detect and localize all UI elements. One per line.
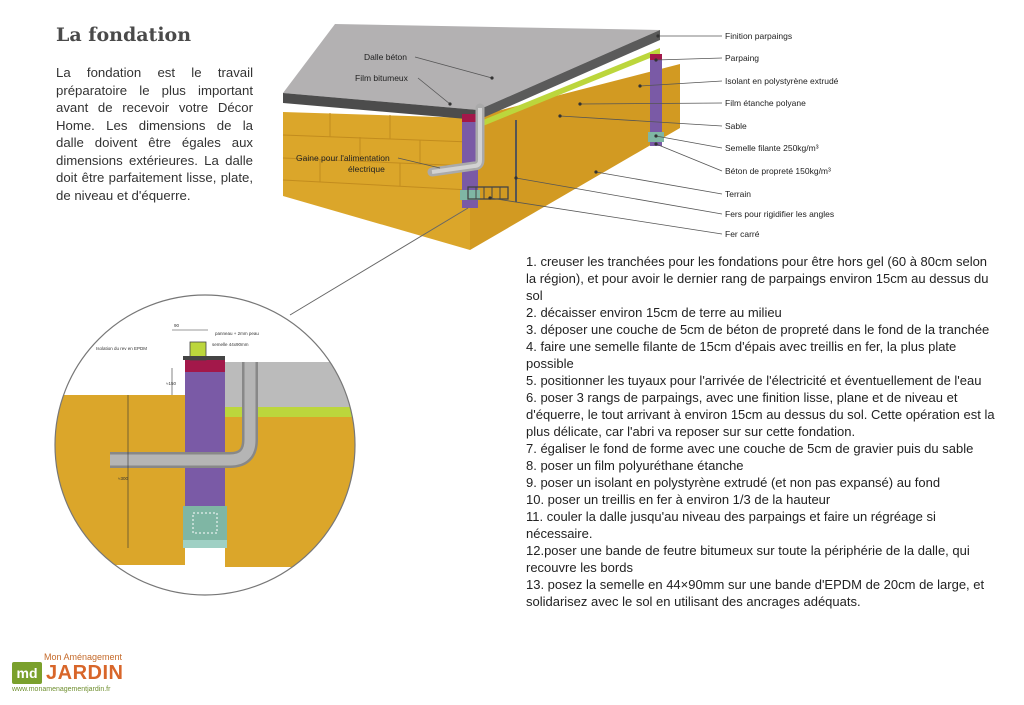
- insulation-layer: [478, 48, 660, 128]
- detail-label-panneau: panneau + 2mm peau: [215, 331, 259, 336]
- logo-badge-icon: md: [12, 662, 42, 684]
- detail-block: [185, 372, 225, 508]
- detail-label-300: ≈300: [118, 476, 128, 481]
- block-joints: [282, 113, 471, 191]
- step-item: 9. poser un isolant en polystyrène extru…: [526, 475, 941, 490]
- step-item: 6. poser 3 rangs de parpaings, avec une …: [526, 390, 995, 439]
- label-isolant: Isolant en polystyrène extrudé: [725, 76, 839, 86]
- detail-connector: [289, 207, 469, 316]
- foundation-3d: [282, 24, 680, 250]
- block-right: [650, 58, 662, 146]
- slab-top: [283, 24, 660, 110]
- footing-left: [460, 190, 480, 200]
- label-beton-proprete: Béton de propreté 150kg/m³: [725, 166, 831, 176]
- step-item: 5. positionner les tuyaux pour l'arrivée…: [526, 373, 982, 388]
- label-gaine-2: électrique: [348, 164, 385, 174]
- label-fers-angles: Fers pour rigidifier les angles: [725, 209, 834, 219]
- soil-front-face: [283, 112, 470, 250]
- finish-left: [462, 114, 478, 122]
- label-semelle: Semelle filante 250kg/m³: [725, 143, 819, 153]
- step-item: 4. faire une semelle filante de 15cm d'é…: [526, 339, 957, 371]
- step-item: 7. égaliser le fond de forme avec une co…: [526, 441, 974, 456]
- detail-label-150: ≈150: [166, 381, 176, 386]
- detail-label-epdm: Isolation du rev en EPDM: [96, 346, 147, 351]
- detail-footing: [183, 506, 227, 540]
- label-film-polyane: Film étanche polyane: [725, 98, 806, 108]
- detail-label-90: 90: [174, 323, 180, 328]
- detail-circle-border: [54, 294, 356, 596]
- label-dalle-beton: Dalle béton: [364, 52, 407, 62]
- label-parpaing: Parpaing: [725, 53, 759, 63]
- page-title: La fondation: [56, 24, 192, 46]
- logo-url: www.monamenagementjardin.fr: [12, 686, 111, 693]
- finish-right: [650, 54, 662, 60]
- step-item: 3. déposer une couche de 5cm de béton de…: [526, 322, 990, 337]
- label-fer-carre: Fer carré: [725, 229, 760, 239]
- step-item: 11. couler la dalle jusqu'au niveau des …: [526, 509, 936, 541]
- label-gaine: Gaine pour l'alimentation: [296, 153, 390, 163]
- logo-brand: JARDIN: [46, 662, 124, 684]
- rebar-cage-bars: [475, 187, 501, 199]
- step-item: 12.poser une bande de feutre bitumeux su…: [526, 543, 970, 575]
- brand-logo: md Mon Aménagement JARDIN www.monamenage…: [12, 652, 142, 696]
- label-sable: Sable: [725, 121, 747, 131]
- logo-tagline: Mon Aménagement: [44, 652, 123, 662]
- detail-label-semelle: semelle 44x90mm: [212, 342, 249, 347]
- slab-front-edge: [283, 93, 478, 120]
- step-item: 8. poser un film polyuréthane étanche: [526, 458, 744, 473]
- slab-right-edge: [478, 30, 660, 120]
- label-film-bitumeux: Film bitumeux: [355, 73, 409, 83]
- label-finition-parpaings: Finition parpaings: [725, 31, 792, 41]
- steps-list: 1. creuser les tranchées pour les fondat…: [526, 253, 996, 610]
- step-item: 13. posez la semelle en 44×90mm sur une …: [526, 577, 985, 609]
- rebar-cage: [467, 186, 509, 200]
- step-item: 2. décaisser environ 15cm de terre au mi…: [526, 305, 782, 320]
- label-terrain: Terrain: [725, 189, 751, 199]
- soil-right-face: [470, 64, 680, 250]
- intro-paragraph: La fondation est le travail préparatoire…: [56, 65, 253, 203]
- detail-section: [55, 295, 355, 595]
- step-item: 10. poser un treillis en fer à environ 1…: [526, 492, 831, 507]
- step-item: 1. creuser les tranchées pour les fondat…: [526, 254, 989, 303]
- detail-finish: [185, 360, 225, 372]
